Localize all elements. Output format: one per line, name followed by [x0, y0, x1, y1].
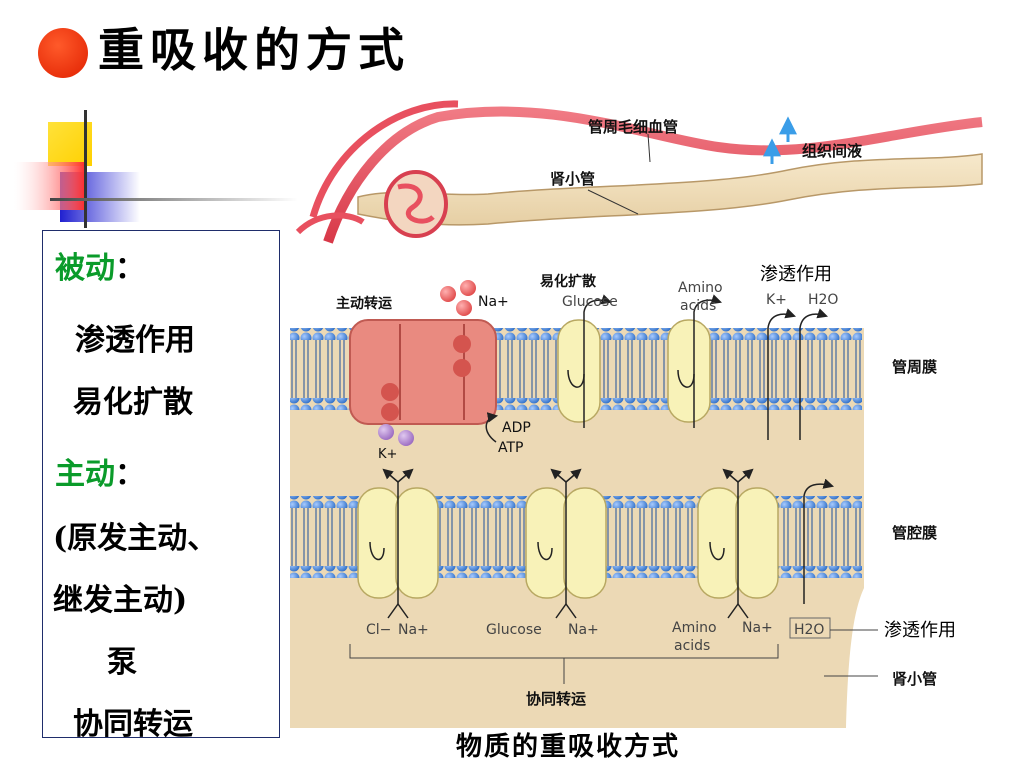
amino-na-fork-top-left — [722, 468, 739, 483]
glucose-na-carrier-left — [525, 487, 569, 599]
na-ion-3 — [456, 300, 472, 316]
interstitial-label: 组织间液 — [802, 142, 863, 160]
vertical-line — [84, 110, 87, 228]
bottom-cotransporters — [357, 468, 835, 619]
k-ion-2 — [398, 430, 414, 446]
active-line-1: (原发主动、 — [53, 521, 218, 556]
pump-protein — [349, 319, 497, 425]
k-ion-1 — [378, 424, 394, 440]
amino-arrow — [693, 294, 722, 428]
capillary-label: 管周毛细血管 — [588, 118, 678, 136]
active-line-cotransport: 协同转运 — [73, 707, 193, 742]
na-label-top: Na+ — [478, 294, 509, 310]
title-bullet — [38, 28, 88, 78]
glucose-na-loop — [537, 541, 553, 561]
h2o-label-top: H2O — [808, 292, 838, 308]
osmosis-label-top: 渗透作用 — [760, 264, 832, 285]
capillary-branch — [309, 100, 459, 218]
glucose-carrier — [557, 319, 601, 423]
page-title: 重吸收的方式 — [98, 23, 410, 77]
passive-colon: ： — [115, 251, 145, 286]
osmosis-label-bottom: 渗透作用 — [884, 620, 956, 641]
top-osmosis: 渗透作用 K+ H2O — [760, 264, 838, 440]
reabsorption-diagram: 管周毛细血管 组织间液 肾小管 Na+ K+ ADP ATP 主动转运 — [290, 100, 983, 728]
capillary-pointer — [647, 133, 651, 163]
cl-label: Cl− — [366, 622, 391, 638]
na-label-1: Na+ — [398, 622, 429, 638]
h2o-arrow-bottom — [803, 478, 835, 604]
na-ion-2 — [460, 280, 476, 296]
k-label-right: K+ — [766, 292, 787, 308]
h2o-arrow-top — [799, 308, 828, 440]
cotransport-label: 协同转运 — [526, 690, 586, 708]
pump-site-2 — [453, 359, 471, 377]
pump-site-3 — [381, 383, 399, 401]
cl-na-carrier-left — [357, 487, 401, 599]
tubule-label: 肾小管 — [550, 170, 595, 188]
glucose-arrow — [583, 294, 612, 428]
diagram-caption: 物质的重吸收方式 — [456, 732, 681, 762]
atp-label: ATP — [498, 440, 523, 456]
pump-site-1 — [453, 335, 471, 353]
amino-na-carrier-left — [697, 487, 741, 599]
peritubular-label: 管周膜 — [892, 358, 937, 376]
k-arrow-top — [767, 308, 796, 440]
nephron-illustration: 管周毛细血管 组织间液 肾小管 — [295, 100, 983, 244]
luminal-label: 管腔膜 — [892, 524, 937, 542]
k-label-top: K+ — [378, 447, 397, 462]
horizontal-line — [50, 198, 298, 201]
h2o-bracket — [789, 617, 831, 639]
h2o-label-bottom: H2O — [794, 622, 824, 638]
passive-heading: 被动 — [55, 251, 115, 286]
amino-na-carrier-right — [735, 487, 779, 599]
bottom-labels: Cl− Na+ Glucose Na+ Amino acids Na+ H2O … — [349, 617, 956, 708]
active-transport-label: 主动转运 — [336, 295, 392, 312]
active-heading: 主动 — [55, 457, 115, 492]
amino-label-top: Amino — [678, 280, 723, 296]
glucose-na-fork-top-right — [565, 468, 582, 483]
decorative-blocks — [14, 110, 298, 228]
amino-na-fork-top-right — [737, 468, 754, 483]
glomerulus-loop — [397, 183, 435, 224]
active-line-pump: 泵 — [107, 645, 137, 680]
na-label-3: Na+ — [742, 620, 773, 636]
summary-box: 被动： 渗透作用 易化扩散 主动： (原发主动、 继发主动) 泵 协同转运 — [42, 230, 280, 742]
cl-na-carrier-right — [395, 487, 439, 599]
interstitial-space — [290, 254, 864, 328]
active-heading-line: 主动： — [55, 449, 145, 493]
na-k-pump: Na+ K+ ADP ATP 主动转运 — [336, 280, 531, 462]
active-colon: ： — [115, 457, 145, 492]
acids-label-bottom: acids — [674, 638, 710, 654]
passive-heading-line: 被动： — [55, 243, 145, 287]
tubule-pointer — [587, 189, 639, 215]
glucose-label-top: Glucose — [562, 294, 618, 310]
atp-arrow — [485, 412, 499, 443]
na-label-2: Na+ — [568, 622, 599, 638]
red-square — [14, 162, 86, 210]
glucose-label-bottom: Glucose — [486, 622, 542, 638]
cl-na-fork-top-right — [397, 468, 414, 483]
glucose-na-fork-top-left — [550, 468, 567, 483]
tubule-body — [357, 153, 983, 226]
na-ion-1 — [440, 286, 456, 302]
facilitated-label: 易化扩散 — [540, 273, 597, 290]
cl-na-loop — [369, 541, 385, 561]
cl-na-fork-top-left — [382, 468, 399, 483]
passive-item-osmosis: 渗透作用 — [75, 323, 195, 358]
amino-label-bottom: Amino — [672, 620, 717, 636]
capillary-vessel — [323, 106, 983, 244]
afferent-vessel — [295, 212, 365, 235]
adp-label: ADP — [502, 420, 531, 436]
amino-carrier — [667, 319, 711, 423]
pump-site-4 — [381, 403, 399, 421]
amino-na-loop — [709, 541, 725, 561]
acids-label-top: acids — [680, 298, 716, 314]
top-channels: 易化扩散 Glucose Amino acids — [540, 273, 723, 428]
passive-item-facilitated: 易化扩散 — [73, 385, 193, 420]
tubule-cell-label: 肾小管 — [892, 670, 937, 688]
active-line-2: 继发主动) — [53, 583, 188, 618]
glucose-na-carrier-right — [563, 487, 607, 599]
